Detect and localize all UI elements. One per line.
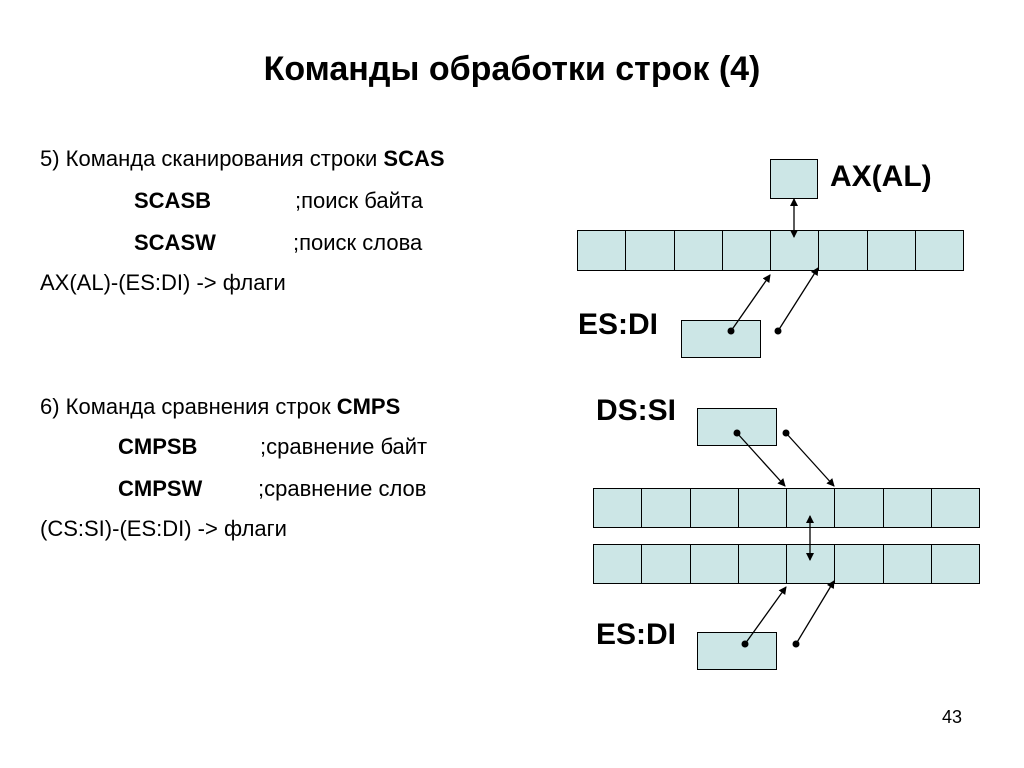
cmps-heading: 6) Команда сравнения строк CMPS xyxy=(40,394,400,420)
scas-pointer-cell xyxy=(681,320,761,358)
string-cell xyxy=(737,488,787,528)
string-cell xyxy=(673,230,723,271)
string-cell xyxy=(930,488,980,528)
cmps-source-dot-2 xyxy=(782,429,790,437)
cmps-source-arrow-2 xyxy=(785,432,835,487)
scas-pointer-arrow-1 xyxy=(730,274,771,332)
scas-pointer-label: ES:DI xyxy=(578,308,659,341)
scas-heading: 5) Команда сканирования строки SCAS xyxy=(40,146,445,172)
cmps-dest-cell xyxy=(697,632,777,670)
cmps-source-arrow-1 xyxy=(736,432,786,487)
slide-title: Команды обработки строк (4) xyxy=(263,50,761,88)
cmps-formula: (CS:SI)-(ES:DI) -> флаги xyxy=(40,516,287,541)
cmps-heading-text: 6) Команда сравнения строк xyxy=(40,394,337,419)
cmps-dest-dot-2 xyxy=(792,640,800,648)
cmps-heading-cmd: CMPS xyxy=(336,394,401,419)
scasb-command: SCASB xyxy=(134,188,212,213)
cmps-source-dot-1 xyxy=(733,429,741,437)
scas-pointer-dot-1 xyxy=(727,327,735,335)
cmps-dest-arrow-2 xyxy=(795,580,835,645)
string-cell xyxy=(737,544,787,584)
string-cell xyxy=(593,544,643,584)
string-cell xyxy=(930,544,980,584)
scas-heading-text: 5) Команда сканирования строки xyxy=(40,146,384,171)
scas-heading-cmd: SCAS xyxy=(383,146,445,171)
scasw-comment: ;поиск слова xyxy=(293,230,423,255)
cmps-source-label: DS:SI xyxy=(596,394,677,427)
cmps-source-cell xyxy=(697,408,777,446)
cmps-dest-label: ES:DI xyxy=(596,618,677,651)
cmpsb-comment: ;сравнение байт xyxy=(260,434,428,459)
accumulator-cell xyxy=(770,159,818,199)
string-cell xyxy=(641,544,691,584)
string-cell xyxy=(882,488,932,528)
cmpsw-command: CMPSW xyxy=(118,476,203,501)
string-cell xyxy=(866,230,916,271)
string-cell xyxy=(689,488,739,528)
scas-formula: AX(AL)-(ES:DI) -> флаги xyxy=(40,270,286,295)
string-cell xyxy=(593,488,643,528)
accumulator-label: AX(AL) xyxy=(830,160,932,193)
scasw-command: SCASW xyxy=(134,230,216,255)
string-cell xyxy=(577,230,627,271)
scasb-comment: ;поиск байта xyxy=(295,188,423,213)
cmpsw-comment: ;сравнение слов xyxy=(258,476,427,501)
cmps-dest-dot-1 xyxy=(741,640,749,648)
scas-pointer-dot-2 xyxy=(774,327,782,335)
string-cell xyxy=(882,544,932,584)
cmps-dest-arrow-1 xyxy=(744,586,787,645)
page-number: 43 xyxy=(941,707,962,727)
string-cell xyxy=(914,230,964,271)
scas-pointer-arrow-2 xyxy=(777,267,819,332)
cmpsb-command: CMPSB xyxy=(118,434,198,459)
string-cell xyxy=(818,230,868,271)
